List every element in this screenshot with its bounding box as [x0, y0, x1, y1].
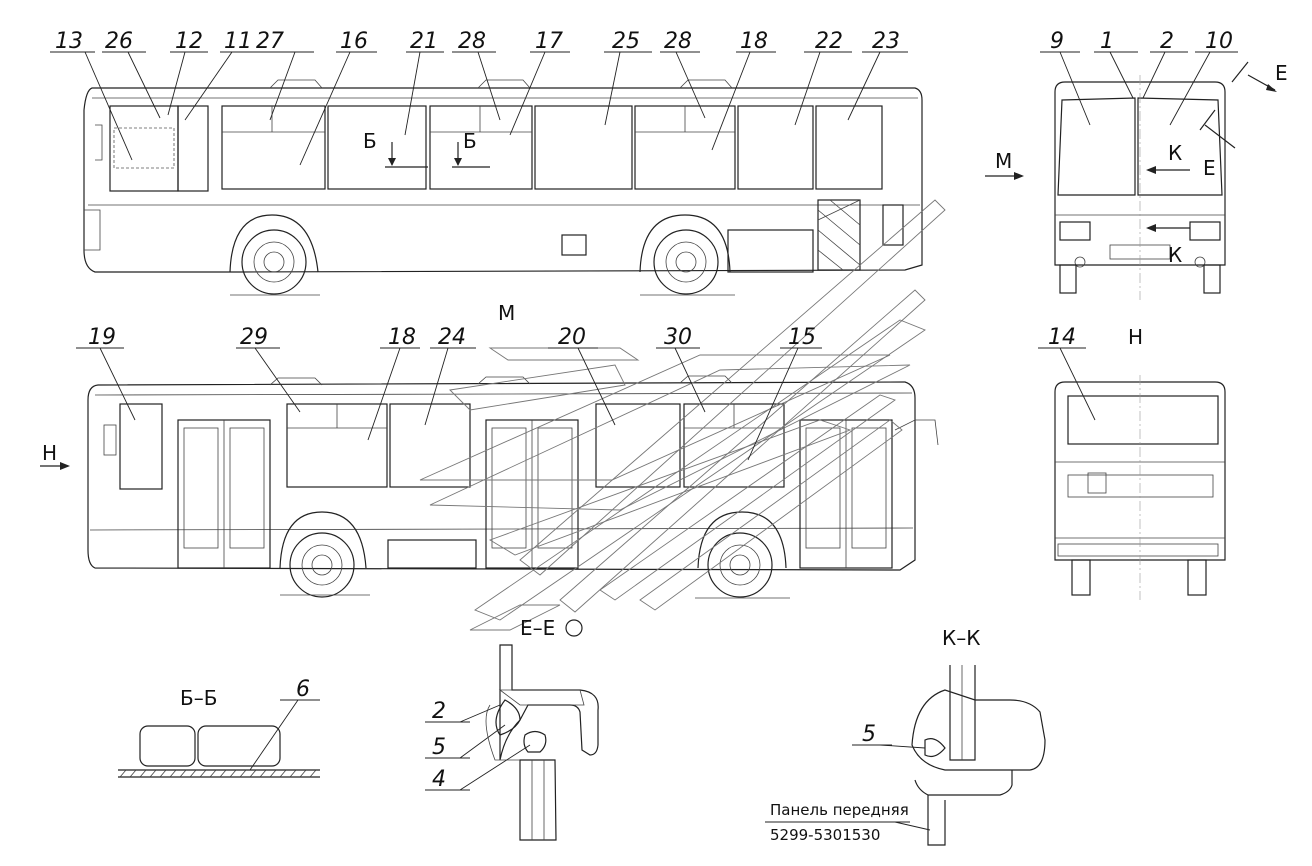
section-kk — [911, 665, 1046, 846]
callout-28-b: 28 — [664, 29, 692, 54]
mark-e-upper: Е — [1275, 61, 1288, 85]
bus-front-view — [985, 61, 1277, 300]
section-bb — [118, 725, 320, 778]
bus-rear-view — [1054, 375, 1226, 600]
callout-1: 1 — [1100, 29, 1114, 54]
callout-18: 18 — [740, 29, 768, 54]
callout-27: 27 — [256, 29, 284, 54]
view-marks: Б Б М М Н Н К К Е Е — [42, 61, 1288, 465]
mark-e-lower: Е — [1203, 156, 1216, 180]
part-note: Панель передняя 5299-5301530 — [770, 801, 909, 844]
callout-21: 21 — [410, 29, 438, 54]
callout-15: 15 — [788, 325, 816, 350]
callout-4-section: 4 — [432, 767, 446, 792]
bus-side-view-right — [83, 79, 923, 296]
callout-10: 10 — [1205, 29, 1233, 54]
callout-13: 13 — [55, 29, 83, 54]
callout-29: 29 — [240, 325, 268, 350]
bus-side-view-left — [40, 375, 939, 599]
mark-k-lower: К — [1168, 243, 1182, 267]
callout-19: 19 — [88, 325, 116, 350]
callout-18-b: 18 — [388, 325, 416, 350]
mark-b-1: Б — [363, 129, 377, 153]
part-name: Панель передняя — [770, 801, 909, 819]
callout-2: 2 — [1160, 29, 1174, 54]
mark-k-upper: К — [1168, 141, 1182, 165]
part-number: 5299-5301530 — [770, 826, 880, 844]
overlay-construction-lines — [419, 199, 946, 631]
callout-9: 9 — [1050, 29, 1064, 54]
section-titles: Б–Б Е–Е К–К — [180, 616, 980, 710]
mark-n-arrow: Н — [42, 441, 57, 465]
section-title-bb: Б–Б — [180, 686, 217, 710]
callout-2-section: 2 — [432, 699, 446, 724]
callout-5-section-kk: 5 — [862, 722, 876, 747]
callout-25: 25 — [612, 29, 640, 54]
callout-23: 23 — [872, 29, 900, 54]
rotate-symbol-icon — [565, 619, 583, 637]
callout-28: 28 — [458, 29, 486, 54]
callout-11: 11 — [224, 29, 252, 54]
mark-m-arrow: М — [995, 149, 1012, 173]
callout-20: 20 — [558, 325, 586, 350]
callout-14: 14 — [1048, 325, 1076, 350]
callout-labels: 13 26 12 11 27 16 21 28 17 25 28 18 22 2… — [55, 29, 1233, 792]
callout-6: 6 — [296, 677, 310, 702]
callout-5-section-ee: 5 — [432, 735, 446, 760]
mark-m-title: М — [498, 301, 515, 325]
section-title-kk: К–К — [942, 626, 980, 650]
section-ee — [485, 644, 599, 841]
leader-lines — [50, 51, 1238, 831]
mark-b-2: Б — [463, 129, 477, 153]
callout-26: 26 — [105, 29, 133, 54]
mark-n-title: Н — [1128, 325, 1143, 349]
callout-30: 30 — [664, 325, 692, 350]
callout-24: 24 — [438, 325, 466, 350]
section-title-ee: Е–Е — [520, 616, 555, 640]
callout-16: 16 — [340, 29, 368, 54]
callout-12: 12 — [175, 29, 203, 54]
callout-22: 22 — [815, 29, 843, 54]
callout-17: 17 — [535, 29, 563, 54]
